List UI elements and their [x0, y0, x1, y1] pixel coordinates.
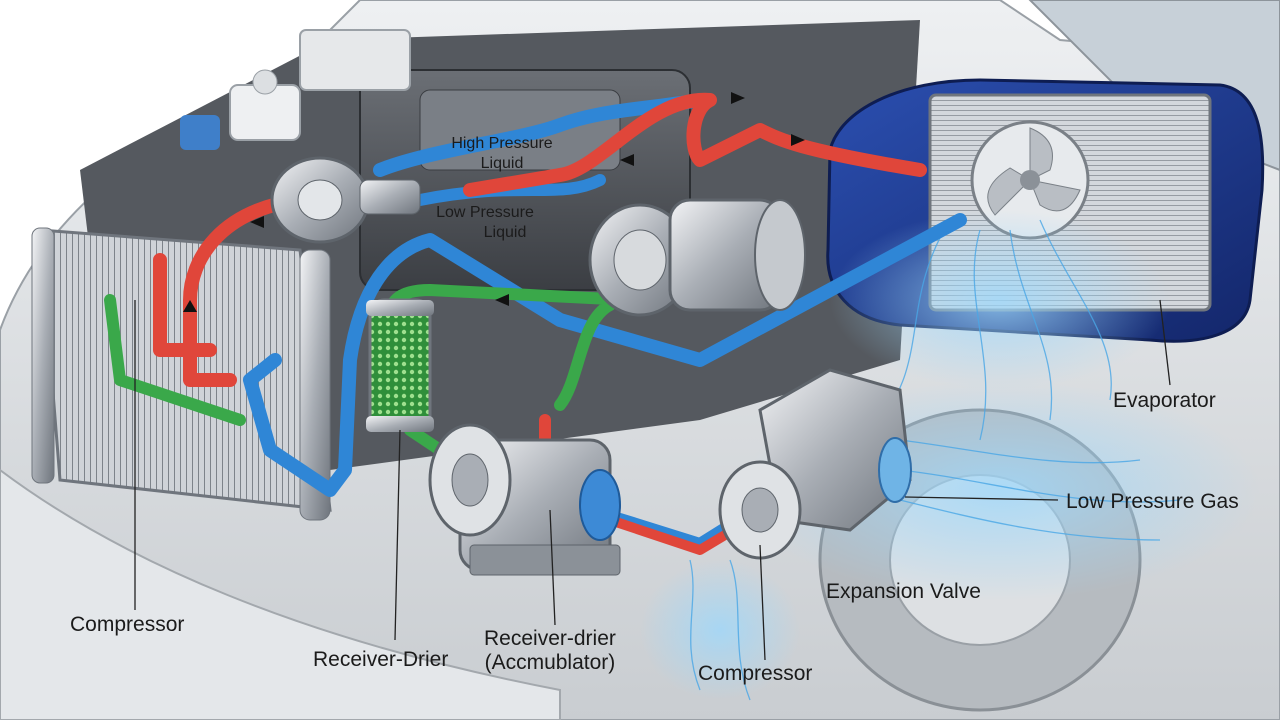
leader-receiver-drier-accumulator	[549, 509, 556, 626]
washer-reservoir	[180, 115, 220, 150]
battery	[299, 29, 411, 91]
flow-arrow-icon	[731, 92, 745, 104]
flow-arrow-icons	[183, 92, 805, 312]
condenser-icon	[31, 227, 332, 521]
leader-evaporator	[1159, 299, 1171, 386]
label-evaporator: Evaporator	[1113, 389, 1216, 412]
label-line: Liquid	[483, 224, 527, 241]
label-line: Low Pressure	[436, 204, 534, 221]
receiver-drier-icon	[366, 298, 434, 432]
low-pressure-line-feed	[414, 174, 606, 206]
label-receiver-drier: Receiver-Drier	[313, 648, 449, 671]
leader-receiver-drier	[394, 429, 401, 641]
fan-hub	[1020, 170, 1040, 190]
fan-blades	[987, 127, 1081, 216]
expansion-valve-icon	[718, 368, 912, 560]
label-low-pressure-liquid: Low Pressure Liquid	[420, 203, 550, 243]
flow-arrow-icon	[620, 154, 634, 166]
pulley-icon	[588, 198, 806, 317]
label-line: High Pressure	[451, 135, 553, 152]
condenser-right-tank	[299, 249, 331, 521]
label-low-pressure-gas: Low Pressure Gas	[1066, 490, 1239, 513]
flow-arrow-icon	[495, 294, 509, 306]
flow-arrow-icon	[183, 300, 197, 312]
label-high-pressure-liquid: High Pressure Liquid	[438, 134, 566, 174]
condenser-left-tank	[31, 227, 55, 484]
flow-arrow-icon	[791, 134, 805, 146]
label-line: (Accmublator)	[484, 651, 616, 674]
compressor-icon	[428, 423, 621, 576]
leader-compressor-bottom	[759, 544, 766, 661]
reservoir-cap	[252, 69, 278, 95]
front-bumper	[0, 468, 561, 720]
upper-compressor-icon	[270, 156, 421, 244]
high-pressure-line-main	[463, 92, 927, 197]
low-pressure-line-upper	[373, 93, 707, 177]
label-receiver-drier-accumulator: Receiver-drier (Accmublator)	[484, 627, 616, 675]
label-compressor-left: Compressor	[70, 613, 185, 636]
leader-lines	[134, 299, 1171, 661]
label-compressor-bottom: Compressor	[698, 662, 813, 685]
label-line: Receiver-drier	[484, 627, 616, 650]
label-line: Liquid	[480, 155, 524, 172]
liquid-line	[104, 284, 636, 456]
low-pressure-line-main	[243, 213, 967, 497]
leader-low-pressure-gas	[904, 496, 1059, 501]
flow-arrow-icon	[250, 216, 264, 228]
label-expansion-valve: Expansion Valve	[826, 580, 981, 603]
high-pressure-line-left	[153, 193, 307, 387]
